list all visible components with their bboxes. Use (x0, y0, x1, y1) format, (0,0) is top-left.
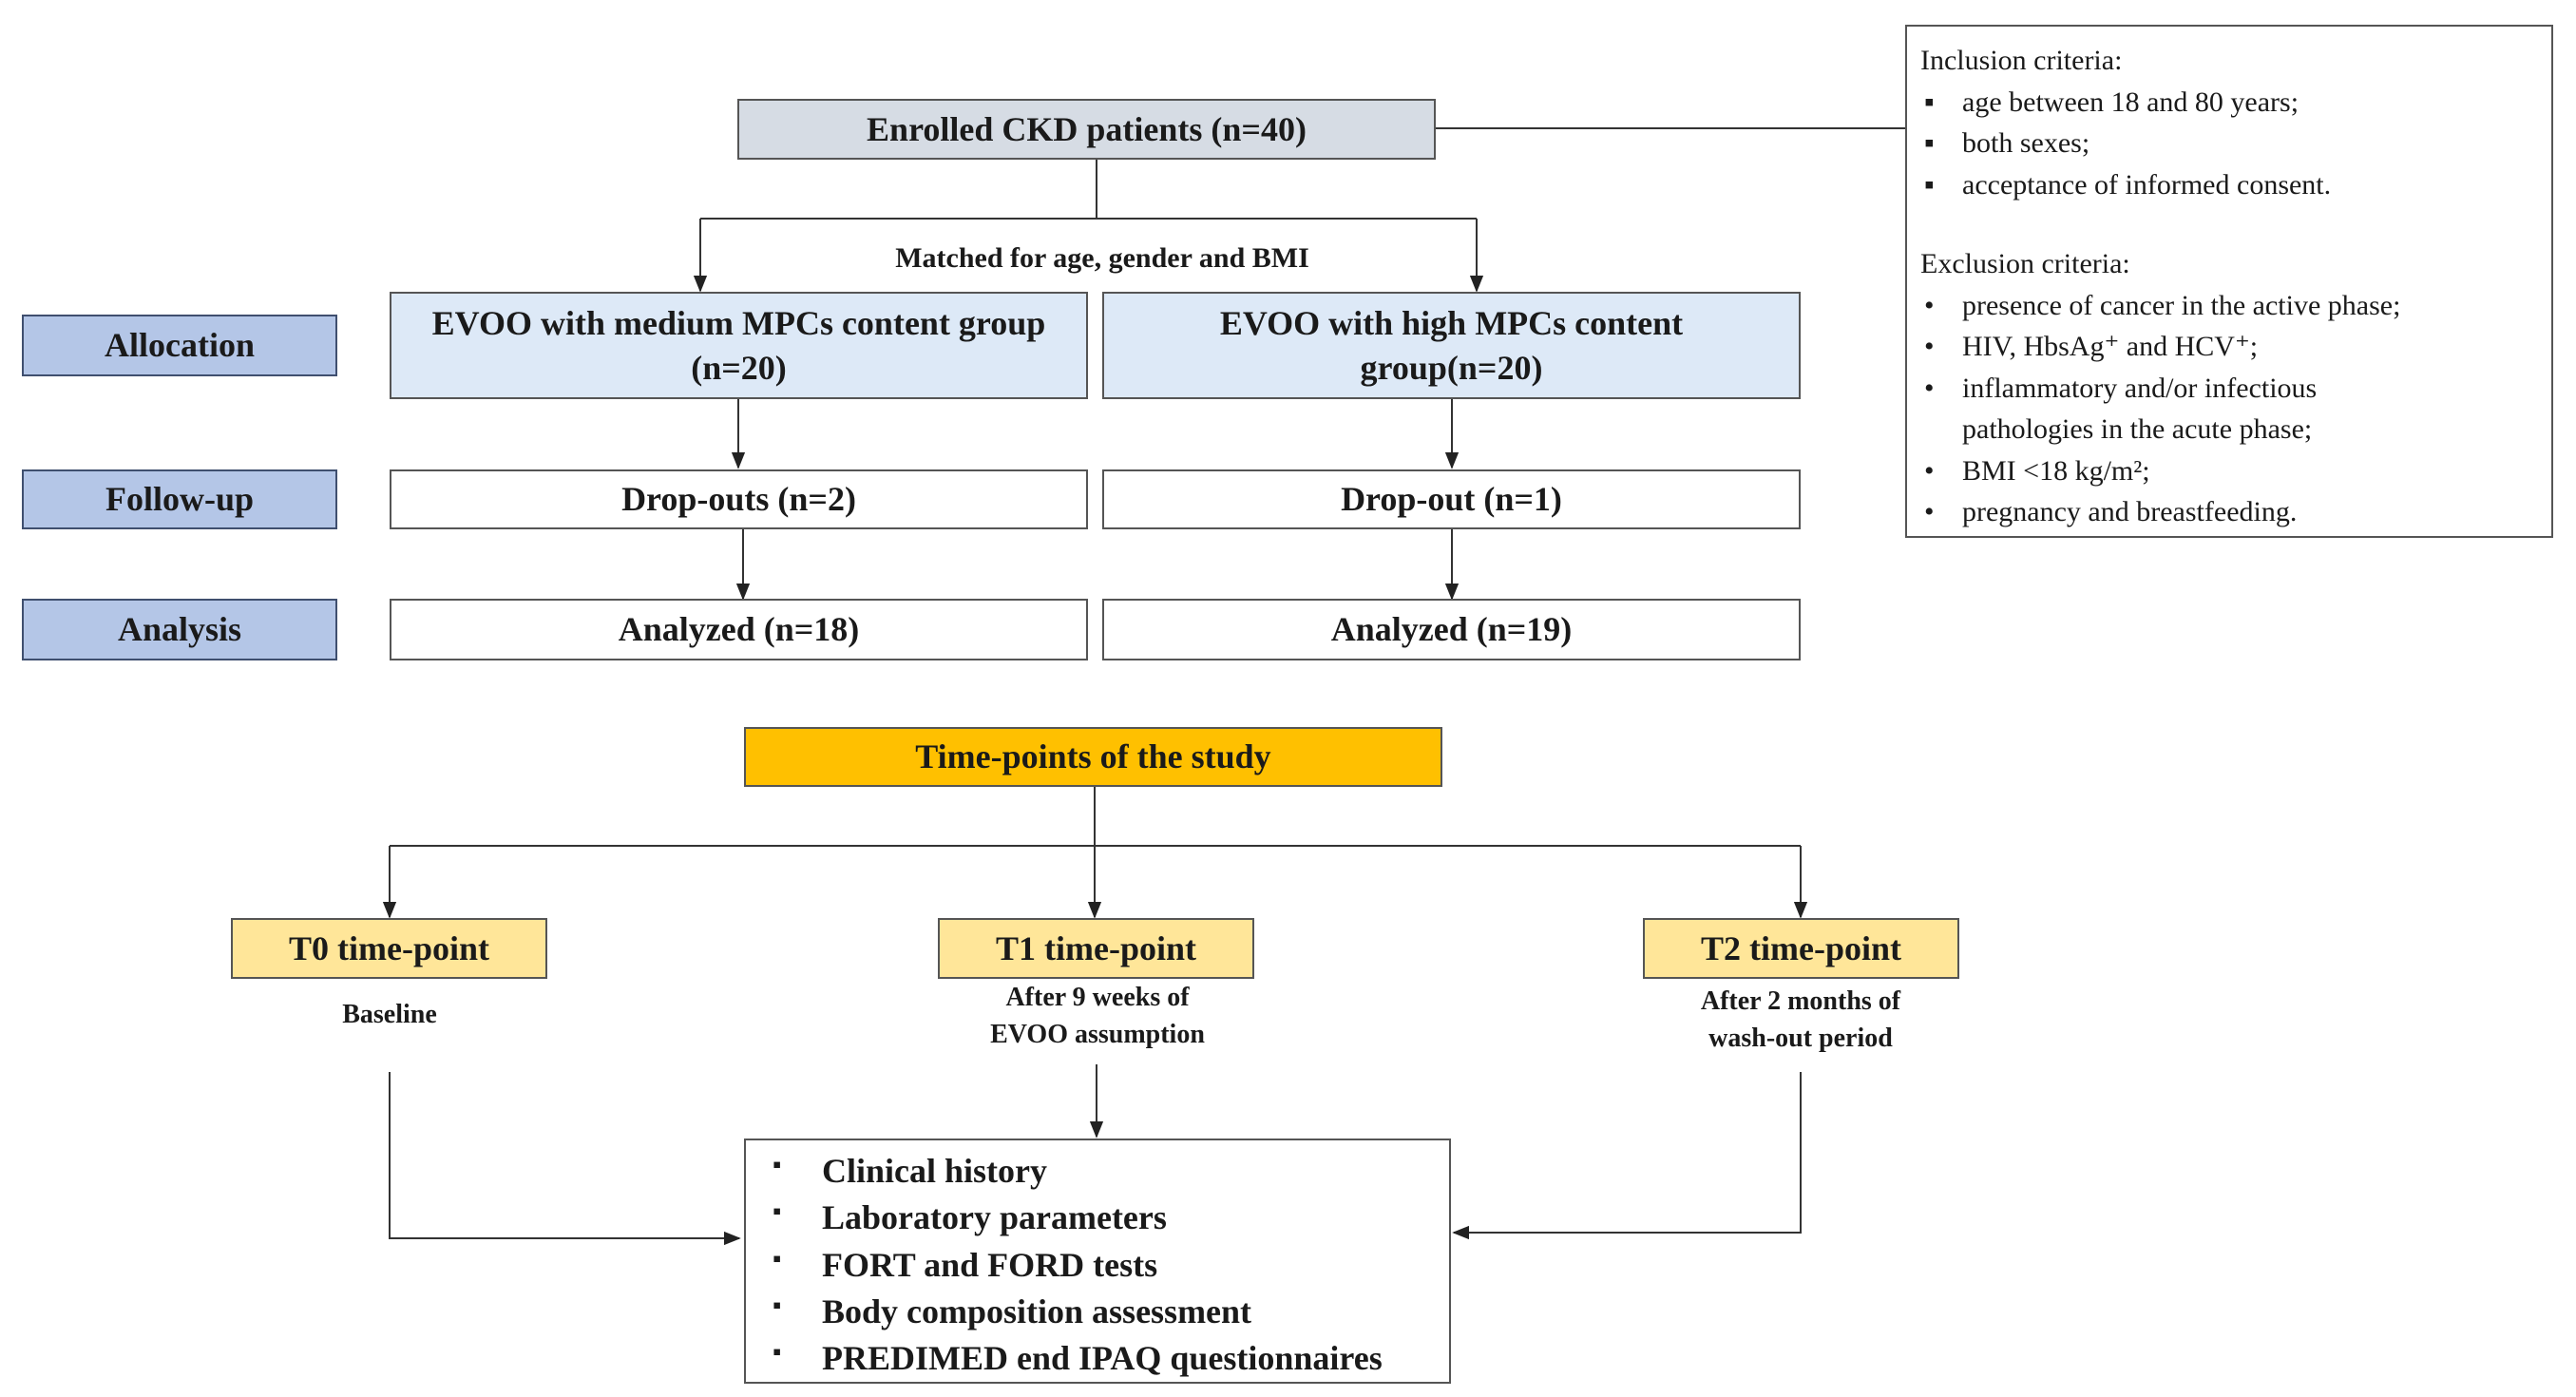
medium-group-title: EVOO with medium MPCs content group (431, 303, 1046, 342)
t0-box: T0 time-point (231, 918, 547, 979)
high-analyzed-box: Analyzed (n=19) (1102, 599, 1801, 660)
t1-box: T1 time-point (938, 918, 1254, 979)
square-bullet: ▪ (1924, 127, 1935, 159)
matched-note: Matched for age, gender and BMI (895, 242, 1309, 274)
exclusion-item-continued: pathologies in the acute phase; (1962, 413, 2313, 445)
inclusion-item: ▪age between 18 and 80 years; (1920, 82, 2538, 124)
inclusion-item: ▪both sexes; (1920, 123, 2538, 164)
exclusion-item: •HIV, HbsAg⁺ and HCV⁺; (1920, 326, 2538, 368)
square-bullet: ▪ (1924, 168, 1935, 201)
round-bullet: • (1924, 331, 1935, 362)
exclusion-list: •presence of cancer in the active phase;… (1920, 285, 2538, 533)
exclusion-title: Exclusion criteria: (1920, 248, 2130, 279)
stage-analysis: Analysis (22, 599, 337, 660)
medium-group-count: (n=20) (691, 348, 787, 387)
round-bullet: • (1924, 454, 1935, 487)
outcomes-box: ▪Clinical history ▪Laboratory parameters… (744, 1139, 1451, 1384)
stage-allocation: Allocation (22, 315, 337, 376)
square-bullet: ▪ (773, 1291, 782, 1319)
outcome-item: ▪Clinical history (763, 1148, 1432, 1195)
medium-mpc-group-box: EVOO with medium MPCs content group (n=2… (390, 292, 1088, 399)
stage-follow-up: Follow-up (22, 469, 337, 529)
arrow-t0-to-outcomes (389, 1072, 741, 1246)
medium-dropout-box: Drop-outs (n=2) (390, 469, 1088, 529)
exclusion-item: •presence of cancer in the active phase; (1920, 285, 2538, 327)
arrow-t2-to-outcomes (1452, 1072, 1802, 1240)
timepoints-title-box: Time-points of the study (744, 727, 1442, 787)
t1-description: After 9 weeks of EVOO assumption (990, 983, 1205, 1050)
t0-description: Baseline (342, 1000, 437, 1029)
outcome-item: ▪Laboratory parameters (763, 1195, 1432, 1241)
criteria-box: Inclusion criteria: ▪age between 18 and … (1905, 25, 2553, 538)
inclusion-title: Inclusion criteria: (1920, 45, 2123, 76)
t2-description: After 2 months of wash-out period (1700, 986, 1901, 1054)
outcome-item: ▪PREDIMED end IPAQ questionnaires (763, 1335, 1432, 1382)
round-bullet: • (1924, 289, 1935, 321)
high-dropout-box: Drop-out (n=1) (1102, 469, 1801, 529)
enrolled-box: Enrolled CKD patients (n=40) (737, 99, 1436, 160)
square-bullet: ▪ (773, 1244, 782, 1273)
exclusion-item: •pregnancy and breastfeeding. (1920, 491, 2538, 533)
outcome-item: ▪FORT and FORD tests (763, 1242, 1432, 1289)
outcome-item: ▪Body composition assessment (763, 1289, 1432, 1335)
round-bullet: • (1924, 372, 1935, 404)
inclusion-item: ▪acceptance of informed consent. (1920, 164, 2538, 206)
high-group-title: EVOO with high MPCs content (1219, 303, 1684, 342)
square-bullet: ▪ (773, 1151, 782, 1178)
exclusion-item: •inflammatory and/or infectious (1920, 368, 2538, 410)
t2-box: T2 time-point (1643, 918, 1959, 979)
high-group-count: group(n=20) (1360, 348, 1543, 387)
square-bullet: ▪ (1924, 86, 1935, 118)
square-bullet: ▪ (773, 1338, 782, 1367)
inclusion-list: ▪age between 18 and 80 years; ▪both sexe… (1920, 82, 2538, 206)
high-mpc-group-box: EVOO with high MPCs content group(n=20) (1102, 292, 1801, 399)
medium-analyzed-box: Analyzed (n=18) (390, 599, 1088, 660)
round-bullet: • (1924, 496, 1935, 527)
exclusion-item: •BMI <18 kg/m²; (1920, 450, 2538, 492)
square-bullet: ▪ (773, 1197, 782, 1226)
outcomes-list: ▪Clinical history ▪Laboratory parameters… (763, 1148, 1432, 1383)
